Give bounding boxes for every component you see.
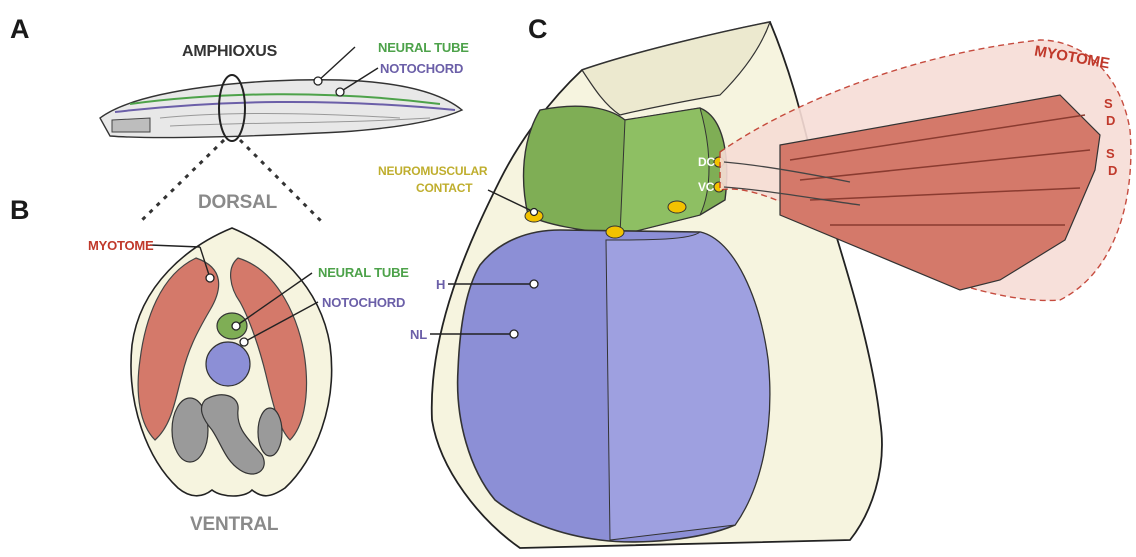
myotome-label-b: MYOTOME [88, 239, 154, 252]
notochord-label-a: NOTOCHORD [380, 62, 463, 75]
dot-h [530, 280, 538, 288]
panel-label-b: B [10, 197, 30, 224]
nl-label: NL [410, 328, 427, 341]
h-label: H [436, 278, 445, 291]
leader-myotome-b [150, 245, 200, 247]
dot-notochord-a [336, 88, 344, 96]
notochord-side-face [606, 232, 770, 540]
gut-right [258, 408, 282, 456]
s-label-2: S [1106, 147, 1114, 160]
d-label-1: D [1106, 114, 1115, 127]
leader-neural-tube-a [318, 47, 355, 81]
notochord-label-b: NOTOCHORD [322, 296, 405, 309]
dot-myotome-b [206, 274, 214, 282]
amphioxus-label: AMPHIOXUS [182, 44, 277, 60]
neuromuscular-label-line1: NEUROMUSCULAR [378, 165, 487, 177]
dot-neural-tube-a [314, 77, 322, 85]
notochord-b [206, 342, 250, 386]
dot-neuromuscular [531, 209, 538, 216]
vc-label: VC [698, 181, 714, 193]
neural-tube-side-face [620, 108, 709, 235]
panel-label-a: A [10, 16, 30, 43]
s-label-1: S [1104, 97, 1112, 110]
d-label-2: D [1108, 164, 1117, 177]
neuromuscular-label-line2: CONTACT [416, 182, 472, 194]
dc-label: DC [698, 156, 715, 168]
neural-tube-label-a: NEURAL TUBE [378, 41, 469, 54]
panel-label-c: C [528, 16, 548, 43]
amphioxus-body [100, 80, 462, 138]
neural-tube-label-b: NEURAL TUBE [318, 266, 409, 279]
contact-3 [668, 201, 686, 213]
dot-notochord-b [240, 338, 248, 346]
dot-neural-tube-b [232, 322, 240, 330]
dot-nl [510, 330, 518, 338]
contact-2 [606, 226, 624, 238]
ventral-label: VENTRAL [190, 515, 278, 534]
dorsal-label: DORSAL [198, 193, 277, 212]
